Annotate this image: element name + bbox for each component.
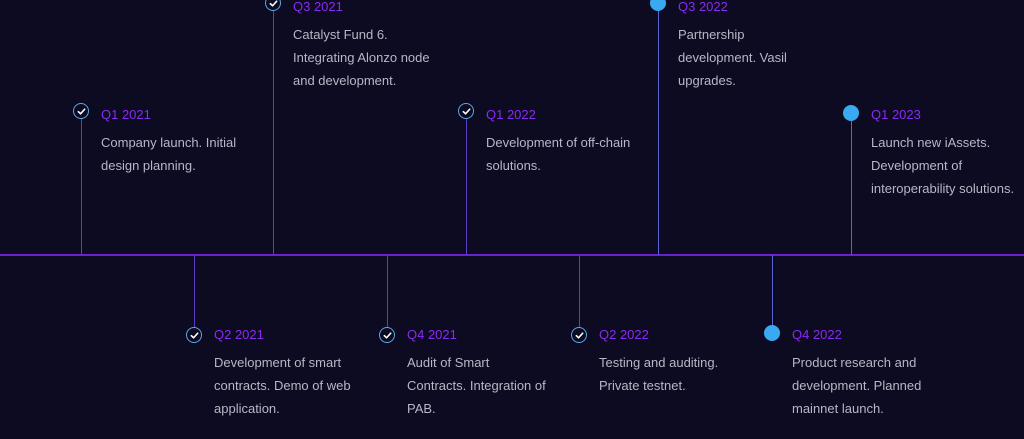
milestone-stem: [658, 11, 659, 255]
milestone-label: Q1 2023: [871, 107, 921, 122]
milestone-description: Launch new iAssets. Development of inter…: [871, 135, 1015, 196]
milestone-description: Development of off-chain solutions.: [486, 135, 631, 173]
milestone-description: Development of smart contracts. Demo of …: [214, 355, 351, 416]
check-icon: [379, 327, 395, 343]
milestone-label: Q3 2022: [678, 0, 728, 14]
dot-icon: [843, 105, 859, 121]
check-icon: [73, 103, 89, 119]
timeline-axis: [0, 254, 1024, 256]
milestone-description: Product research and development. Planne…: [792, 355, 922, 416]
dot-icon: [650, 0, 666, 11]
milestone-stem: [387, 255, 388, 343]
milestone-stem: [466, 119, 467, 255]
dot-icon: [764, 325, 780, 341]
milestone-label: Q2 2021: [214, 327, 264, 342]
milestone-stem: [194, 255, 195, 343]
check-icon: [458, 103, 474, 119]
milestone-label: Q4 2021: [407, 327, 457, 342]
milestone-label: Q3 2021: [293, 0, 343, 14]
milestone-stem: [81, 119, 82, 255]
milestone-description: Company launch. Initial design planning.: [101, 135, 237, 173]
milestone-stem: [851, 121, 852, 255]
check-icon: [186, 327, 202, 343]
milestone-description: Testing and auditing. Private testnet.: [599, 355, 719, 393]
milestone-stem: [273, 11, 274, 255]
milestone-stem: [772, 255, 773, 341]
milestone-stem: [579, 255, 580, 343]
milestone-description: Audit of Smart Contracts. Integration of…: [407, 355, 546, 416]
milestone-description: Catalyst Fund 6. Integrating Alonzo node…: [293, 27, 430, 88]
milestone-label: Q2 2022: [599, 327, 649, 342]
milestone-label: Q1 2021: [101, 107, 151, 122]
milestone-description: Partnership development. Vasil upgrades.: [678, 27, 787, 88]
milestone-label: Q1 2022: [486, 107, 536, 122]
check-icon: [265, 0, 281, 11]
check-icon: [571, 327, 587, 343]
milestone-label: Q4 2022: [792, 327, 842, 342]
